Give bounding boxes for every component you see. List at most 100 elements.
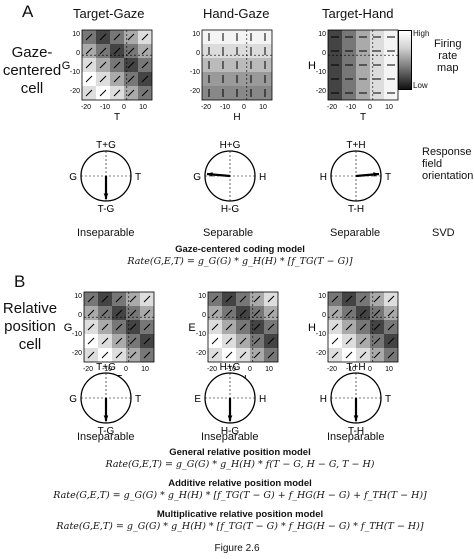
circle-label-bottom: T-G xyxy=(98,204,115,215)
field-arrow xyxy=(211,295,219,303)
tick-label-y: 0 xyxy=(196,50,200,57)
tick-label-y: -20 xyxy=(70,88,80,95)
orientation-arrowhead xyxy=(353,415,359,421)
circle-label-left: H xyxy=(320,172,327,183)
field-arrow xyxy=(359,309,367,317)
field-arrow xyxy=(239,295,247,303)
field-arrow xyxy=(85,89,93,97)
separability-a-1: Inseparable xyxy=(77,227,135,239)
tick-label-y: 0 xyxy=(322,312,326,319)
axis-label-y: G xyxy=(64,322,73,334)
field-arrow xyxy=(253,323,261,331)
field-arrow xyxy=(113,33,121,41)
field-arrow xyxy=(85,33,93,41)
circle-label-right: T xyxy=(135,172,141,183)
figure-caption: Figure 2.6 xyxy=(214,543,260,554)
field-arrow xyxy=(143,323,151,331)
field-arrow xyxy=(253,295,261,303)
field-arrow xyxy=(387,323,395,331)
circle-label-bottom: T-H xyxy=(348,426,364,437)
field-arrow xyxy=(113,75,121,83)
separability-a-3: Separable xyxy=(330,227,381,239)
panel-a-letter: A xyxy=(22,2,34,21)
tick-label-y: -20 xyxy=(196,350,206,357)
field-arrow xyxy=(225,309,233,317)
model-b1-equation: Rate(G,E,T) = g_G(G) * g_H(H) * f(T − G,… xyxy=(105,459,375,470)
axis-label-y: E xyxy=(188,322,195,334)
tick-label-y: 0 xyxy=(202,312,206,319)
colorbar-high-label: High xyxy=(413,29,430,38)
tick-label-x: 10 xyxy=(259,104,267,111)
col-title-target-gaze: Target-Gaze xyxy=(73,6,145,21)
field-arrow xyxy=(129,295,137,303)
tick-label-y: -10 xyxy=(70,69,80,76)
field-arrow xyxy=(331,337,339,345)
field-arrow xyxy=(345,351,353,359)
field-arrow xyxy=(101,323,109,331)
field-arrow xyxy=(129,309,137,317)
orientation-arrowhead xyxy=(207,172,213,177)
circle-label-top: H+G xyxy=(220,362,241,373)
tick-label-y: 10 xyxy=(318,31,326,38)
field-arrow xyxy=(331,351,339,359)
field-arrow xyxy=(99,61,107,69)
model-b1-title: General relative position model xyxy=(169,447,311,458)
field-arrow xyxy=(115,351,123,359)
field-arrow xyxy=(253,337,261,345)
field-arrow xyxy=(87,323,95,331)
field-arrow xyxy=(141,89,149,97)
separability-b-3: Inseparable xyxy=(327,431,385,443)
field-arrow xyxy=(359,337,367,345)
field-arrow xyxy=(143,337,151,345)
field-arrow xyxy=(267,295,275,303)
model-b2-title: Additive relative position model xyxy=(168,478,312,489)
field-arrow xyxy=(359,351,367,359)
field-arrow xyxy=(113,61,121,69)
field-arrow xyxy=(373,323,381,331)
field-arrow xyxy=(373,351,381,359)
field-arrow xyxy=(101,351,109,359)
tick-label-x: 0 xyxy=(248,366,252,373)
field-arrow xyxy=(141,47,149,55)
field-arrow xyxy=(387,295,395,303)
field-arrow xyxy=(387,309,395,317)
panel-b-letter: B xyxy=(14,272,26,291)
heatmap-frame xyxy=(327,291,399,363)
field-arrow xyxy=(141,33,149,41)
field-arrow xyxy=(127,61,135,69)
col-title-hand-gaze: Hand-Gaze xyxy=(203,6,270,21)
tick-label-y: 10 xyxy=(198,293,206,300)
field-arrow xyxy=(85,61,93,69)
circle-label-right: T xyxy=(385,394,391,405)
tick-label-y: 0 xyxy=(78,312,82,319)
field-arrow xyxy=(373,295,381,303)
field-arrow xyxy=(127,33,135,41)
separability-b-2: Inseparable xyxy=(201,431,259,443)
field-arrow xyxy=(129,323,137,331)
field-arrow xyxy=(359,323,367,331)
tick-label-x: 10 xyxy=(141,366,149,373)
tick-label-y: 0 xyxy=(76,50,80,57)
field-arrow xyxy=(345,337,353,345)
heatmap-frame xyxy=(207,291,279,363)
field-arrow xyxy=(99,89,107,97)
field-arrow xyxy=(239,351,247,359)
circle-label-left: H xyxy=(320,394,327,405)
field-arrow xyxy=(127,47,135,55)
tick-label-x: 0 xyxy=(242,104,246,111)
orientation-arrowhead xyxy=(227,415,233,421)
field-arrow xyxy=(87,309,95,317)
tick-label-y: -20 xyxy=(72,350,82,357)
orientation-arrowhead xyxy=(373,172,379,177)
field-arrow xyxy=(115,337,123,345)
field-arrow xyxy=(127,89,135,97)
colorbar xyxy=(398,30,412,90)
